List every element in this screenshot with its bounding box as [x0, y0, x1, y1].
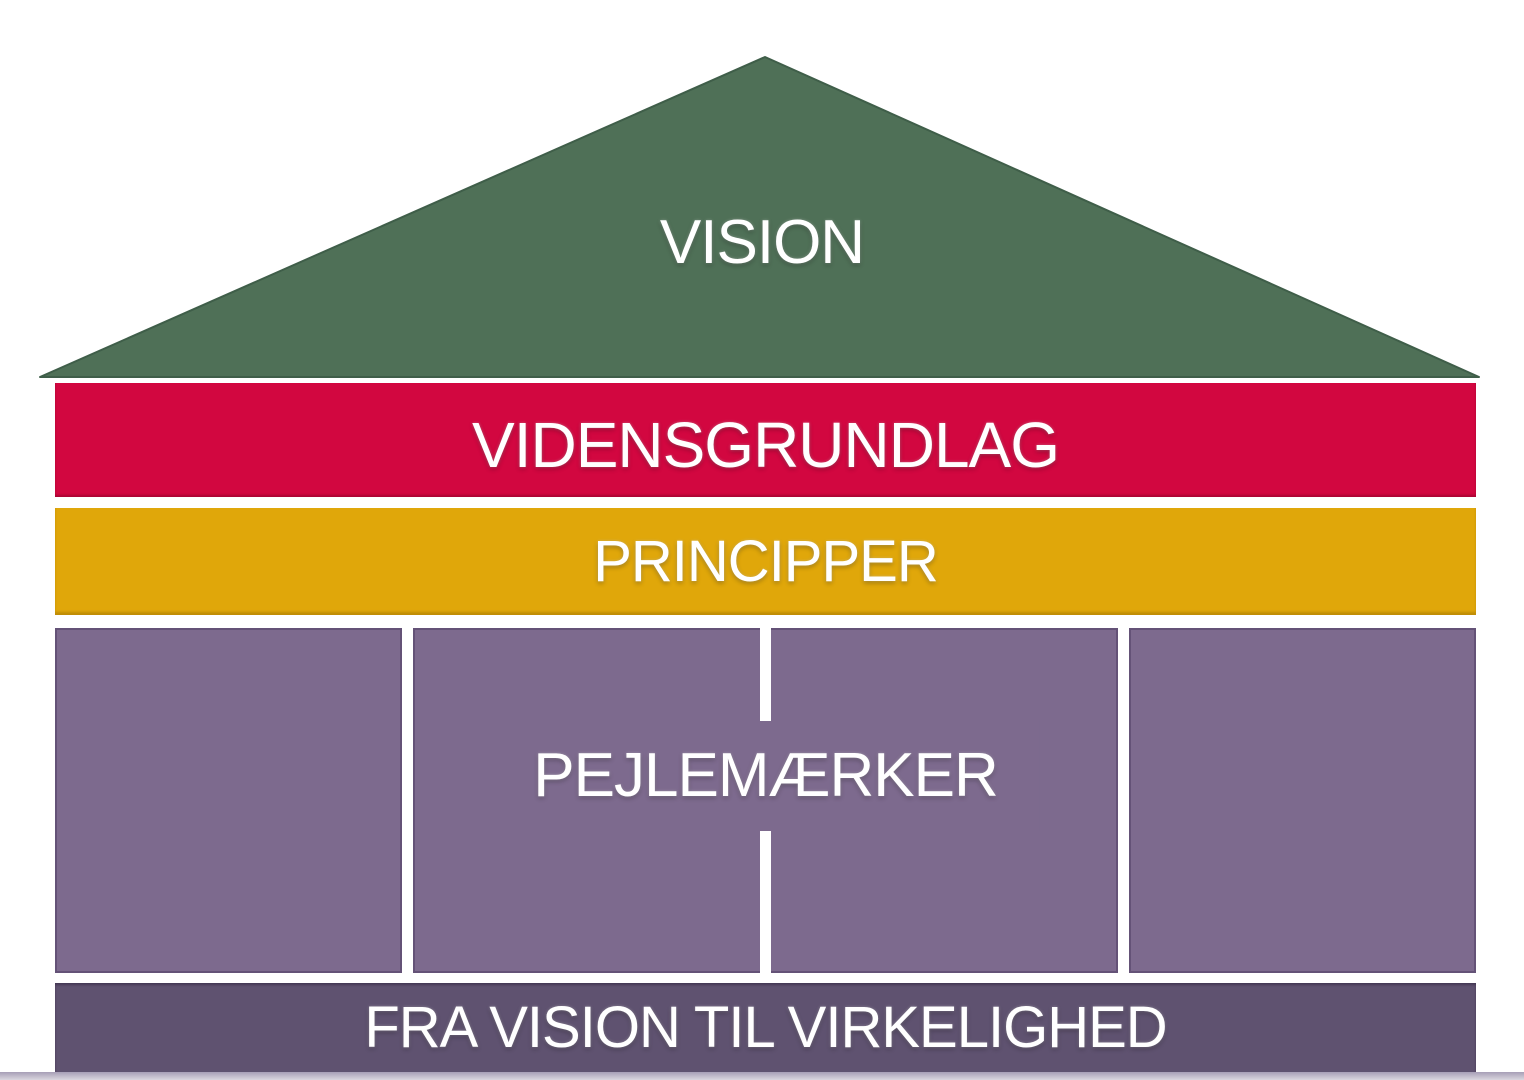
- principper-band: PRINCIPPER: [55, 508, 1476, 615]
- pejlemaerker-row: PEJLEMÆRKER: [55, 628, 1476, 973]
- fra-vision-til-virkelighed-label: FRA VISION TIL VIRKELIGHED: [364, 994, 1167, 1060]
- vision-label: VISION: [659, 208, 865, 277]
- pejlemaerker-columns-2-3: PEJLEMÆRKER: [413, 628, 1118, 973]
- pejlemaerker-column-4: [1129, 628, 1476, 973]
- pejlemaerker-label: PEJLEMÆRKER: [491, 721, 1040, 832]
- pejlemaerker-column-1: [55, 628, 402, 973]
- principper-label: PRINCIPPER: [593, 528, 939, 594]
- vision-roof-triangle: [39, 56, 1480, 378]
- vidensgrundlag-band: VIDENSGRUNDLAG: [55, 383, 1476, 497]
- fra-vision-til-virkelighed-band: FRA VISION TIL VIRKELIGHED: [55, 983, 1476, 1072]
- bottom-edge-strip: [0, 1072, 1524, 1080]
- vidensgrundlag-label: VIDENSGRUNDLAG: [472, 409, 1060, 481]
